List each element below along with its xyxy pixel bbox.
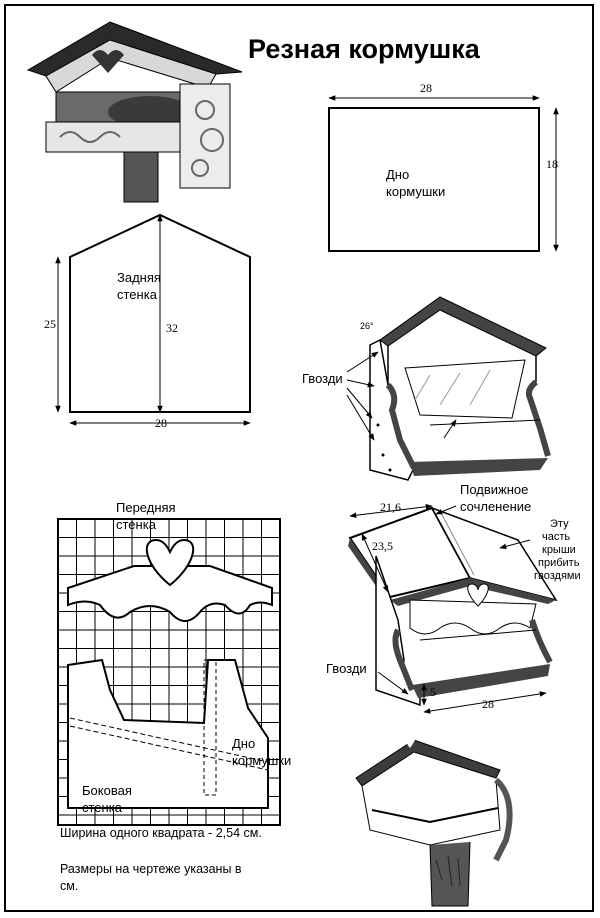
assembly-nails-drawing — [346, 296, 551, 481]
side-wall-label-line2: стенка — [82, 800, 122, 815]
roof-note-line5: гвоздями — [534, 570, 581, 582]
tree-feeder-sketch — [355, 734, 513, 907]
pattern-bottom-label-line2: кормушки — [232, 753, 292, 768]
roof-note-line3: крыши — [542, 544, 576, 556]
back-wall-width: 28 — [155, 416, 167, 430]
page-frame — [4, 4, 594, 912]
joint-label-line1: Подвижное — [460, 482, 529, 497]
bottom-height-label: 18 — [546, 157, 558, 171]
roof-note-line2: часть — [542, 531, 571, 543]
front-wall-label-line2: стенка — [116, 517, 156, 532]
page-title: Резная кормушка — [248, 34, 480, 64]
bottom-label-line2: кормушки — [386, 184, 446, 199]
grid-pattern — [57, 518, 281, 826]
feeder-photo — [26, 21, 243, 203]
side-wall-label-line1: Боковая — [82, 783, 132, 798]
assembly-roof-drawing — [348, 503, 558, 714]
roof-width-label: 21,6 — [380, 500, 401, 514]
roof-note-line1: Эту — [550, 518, 569, 530]
nails-label-bottom: Гвозди — [326, 661, 367, 676]
bottom-width-label: 28 — [420, 81, 432, 95]
units-note-line2: см. — [60, 879, 79, 893]
square-size-note: Ширина одного квадрата - 2,54 см. — [60, 826, 262, 840]
joint-label-line2: сочленение — [460, 499, 532, 514]
front-wall-label-line1: Передняя — [116, 500, 176, 515]
roof-depth-label: 23,5 — [372, 539, 393, 553]
nails-label-top: Гвозди — [302, 371, 343, 386]
pattern-bottom-label-line1: Дно — [232, 736, 256, 751]
bottom-label-line1: Дно — [386, 167, 410, 182]
back-wall-panel — [69, 213, 251, 413]
base-height-label: 5 — [430, 685, 436, 699]
roof-note-line4: прибить — [538, 557, 580, 569]
back-wall-center-height: 32 — [166, 321, 178, 335]
back-wall-label-line1: Задняя — [117, 270, 161, 285]
back-wall-label-line2: стенка — [117, 287, 157, 302]
units-note-line1: Размеры на чертеже указаны в — [60, 862, 242, 876]
angle-label: 26° — [360, 321, 374, 331]
back-wall-side-height: 25 — [44, 317, 56, 331]
base-width-label: 28 — [482, 697, 494, 711]
bottom-panel — [328, 107, 540, 252]
